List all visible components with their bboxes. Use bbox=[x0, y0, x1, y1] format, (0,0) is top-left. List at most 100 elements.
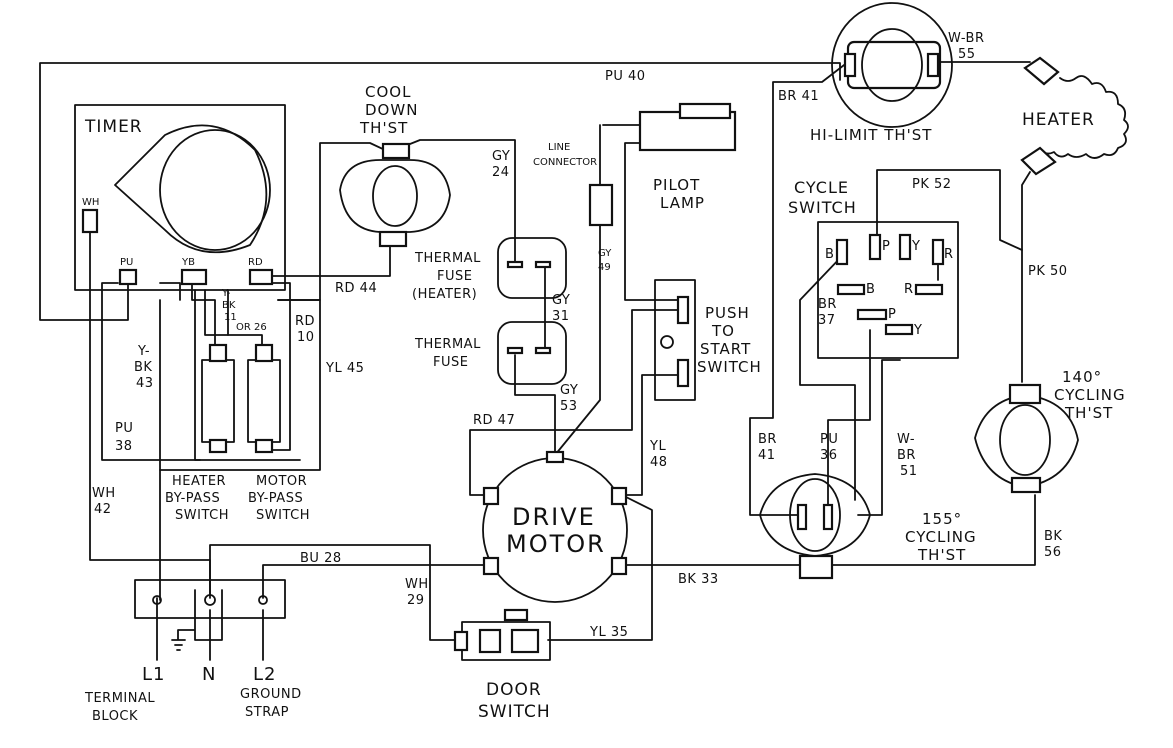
terminal-block bbox=[134, 579, 286, 651]
terminal-n-label: N bbox=[202, 664, 216, 685]
push-label-2: TO bbox=[711, 322, 735, 340]
terminal-l2-label: L2 bbox=[253, 664, 276, 685]
thermal-fuse-body bbox=[497, 321, 567, 385]
cycling-140-label-2: CYCLING bbox=[1054, 386, 1126, 404]
labels: TIMER WH PU YB RD COOL DOWN TH'ST LINE C… bbox=[82, 31, 1126, 724]
wire-pu40 bbox=[39, 62, 841, 321]
motor-bypass-label-1: MOTOR bbox=[256, 474, 307, 489]
wire-br37 bbox=[799, 254, 856, 501]
push-label-4: SWITCH bbox=[697, 358, 762, 376]
wire-label-or26: OR 26 bbox=[236, 322, 267, 333]
heater-coil bbox=[1041, 75, 1129, 159]
wire-label-gy24-b: 24 bbox=[492, 165, 510, 180]
wire-label-wh29-b: 29 bbox=[407, 593, 425, 608]
timer-wh-terminal bbox=[81, 208, 99, 234]
wire-label-ybk43-b: BK bbox=[134, 360, 152, 375]
wire-pilot bbox=[602, 124, 681, 301]
wire-label-gy53-a: GY bbox=[560, 383, 578, 398]
cycle-b1-label: B bbox=[825, 247, 834, 262]
cycle-r2-label: R bbox=[904, 282, 914, 297]
wire-label-bu28: BU 28 bbox=[300, 551, 342, 566]
terminal-block-label-1: TERMINAL bbox=[84, 691, 155, 706]
timer-box bbox=[74, 104, 286, 291]
line-connector-label-2: CONNECTOR bbox=[533, 157, 597, 168]
cycle-p1-label: P bbox=[882, 239, 890, 254]
ground-strap-label-2: STRAP bbox=[245, 705, 289, 720]
thermal-fuse bbox=[497, 321, 567, 385]
wire-label-br37-a: BR bbox=[818, 297, 837, 312]
cycle-term-r1 bbox=[931, 238, 945, 266]
wire-label-bk56-b: 56 bbox=[1044, 545, 1062, 560]
wire-pu36 bbox=[827, 329, 871, 506]
cycling-155-label-2: CYCLING bbox=[905, 528, 977, 546]
wire-label-wh29-a: WH bbox=[405, 577, 429, 592]
cycle-switch bbox=[817, 221, 959, 359]
cycling-155-label-3: TH'ST bbox=[917, 546, 966, 564]
push-switch-button bbox=[660, 335, 674, 349]
door-switch-label-1: DOOR bbox=[486, 680, 542, 700]
wire-label-gy49-a: GY bbox=[598, 248, 612, 259]
wires bbox=[39, 61, 1129, 661]
heater-bypass-label-2: BY-PASS bbox=[165, 491, 220, 506]
wire-label-pu38-a: PU bbox=[115, 421, 133, 436]
heater bbox=[1020, 56, 1060, 176]
drive-motor-label-2: MOTOR bbox=[506, 530, 606, 558]
cycling-155-terminal bbox=[798, 554, 834, 580]
push-to-start-switch bbox=[654, 279, 696, 401]
motor-bypass-body bbox=[247, 359, 281, 443]
wire-label-wh42-a: WH bbox=[92, 486, 116, 501]
wire-gy53 bbox=[514, 354, 556, 456]
door-switch-cap bbox=[503, 608, 529, 622]
terminal-l2 bbox=[258, 595, 268, 605]
pilot-lamp-label-1: PILOT bbox=[653, 176, 700, 194]
cycling-140-terminal-bottom bbox=[1010, 476, 1042, 494]
heater-bypass-body bbox=[201, 359, 235, 443]
cycle-y2-label: Y bbox=[913, 323, 922, 338]
timer-rd-label: RD bbox=[248, 257, 263, 268]
wire-label-pk50: PK 50 bbox=[1028, 264, 1068, 279]
wire-br41 bbox=[749, 61, 849, 516]
wire-pu38 bbox=[101, 282, 201, 461]
hi-limit-inner bbox=[861, 28, 923, 102]
terminal-l1 bbox=[152, 595, 162, 605]
heater-bypass-cap-bottom bbox=[208, 438, 228, 454]
cycle-term-b1 bbox=[835, 238, 849, 266]
motor-terminal-right-bottom bbox=[610, 556, 628, 576]
thermal-fuse-heater-label-3: (HEATER) bbox=[412, 287, 477, 302]
wire-label-ybk11-a: Y- bbox=[221, 288, 231, 299]
cycling-155-thermostat bbox=[759, 473, 871, 580]
heater-bypass-label-1: HEATER bbox=[172, 474, 226, 489]
wire-label-pu36-a: PU bbox=[820, 432, 838, 447]
cool-down-terminal-bottom bbox=[378, 230, 408, 248]
cool-down-label-3: TH'ST bbox=[359, 119, 408, 137]
cycle-switch-box bbox=[817, 221, 959, 359]
wire-rd44 bbox=[267, 244, 391, 277]
wire-label-br37-b: 37 bbox=[818, 313, 836, 328]
wire-label-gy31-a: GY bbox=[552, 293, 570, 308]
cycling-140-disc bbox=[999, 404, 1051, 476]
drive-motor bbox=[482, 450, 628, 603]
timer-cam-outline bbox=[114, 124, 268, 254]
wire-label-yl48-a: YL bbox=[649, 439, 666, 454]
cycle-term-y1 bbox=[898, 233, 912, 261]
wire-legs bbox=[156, 597, 264, 661]
thermal-fuse-label-2: FUSE bbox=[433, 355, 468, 370]
wire-label-yl48-b: 48 bbox=[650, 455, 668, 470]
ground-strap bbox=[171, 589, 223, 651]
cycling-140-terminal-top bbox=[1008, 383, 1042, 405]
fuse-pin-left bbox=[506, 346, 524, 355]
motor-bypass-label-3: SWITCH bbox=[256, 508, 310, 523]
terminal-block-body bbox=[134, 579, 286, 619]
line-connector-label-1: LINE bbox=[548, 142, 570, 153]
hi-limit-terminal-right bbox=[926, 52, 940, 78]
wire-label-br41-b-b: 41 bbox=[758, 448, 776, 463]
wire-label-rd10-a: RD bbox=[295, 314, 315, 329]
heater-bypass-label-3: SWITCH bbox=[175, 508, 229, 523]
timer-yb-terminal bbox=[180, 268, 208, 286]
wire-yl45 bbox=[159, 299, 321, 601]
heater-bypass-cap-top bbox=[208, 343, 228, 363]
bypass-switches bbox=[201, 343, 281, 454]
cycling-140-label-1: 140° bbox=[1062, 368, 1102, 386]
timer bbox=[74, 104, 286, 291]
cycle-term-p2 bbox=[856, 308, 888, 321]
